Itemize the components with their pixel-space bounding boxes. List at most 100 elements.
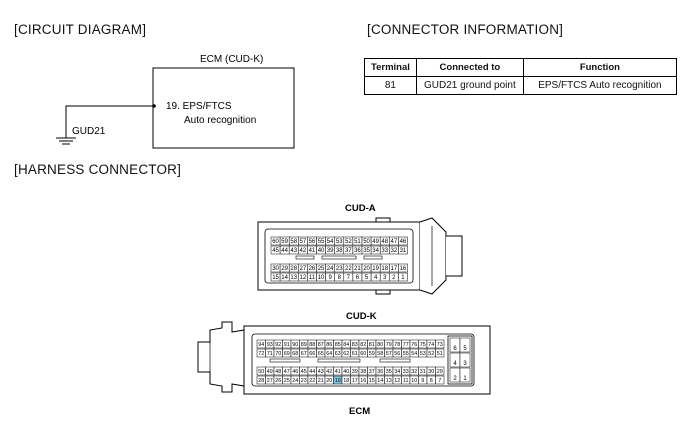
harness-connector-title: [HARNESS CONNECTOR] — [14, 162, 182, 177]
pin-cell — [398, 272, 408, 282]
pin-number: 21 — [318, 378, 324, 384]
cud-a-key-slot — [363, 255, 383, 260]
pin-number: 53 — [420, 351, 426, 357]
pin-number: 53 — [336, 239, 343, 245]
pin-number: 37 — [369, 369, 375, 375]
pin-number: 62 — [343, 351, 349, 357]
pin-number: 18 — [343, 378, 349, 384]
pin-number: 60 — [272, 239, 279, 245]
connector-information-title: [CONNECTOR INFORMATION] — [367, 22, 564, 37]
pin-number: 86 — [326, 342, 332, 348]
pin-number: 67 — [301, 351, 307, 357]
pin-cell — [398, 263, 408, 273]
pin-number: 52 — [345, 239, 352, 245]
pin-number: 58 — [377, 351, 383, 357]
pin-number: 9 — [328, 275, 332, 281]
pin-number: 27 — [267, 378, 273, 384]
pin-number: 25 — [284, 378, 290, 384]
cud-k-label: CUD-K — [346, 311, 377, 322]
pin-number: 69 — [284, 351, 290, 357]
pin-number: 33 — [381, 248, 388, 254]
pin-number: 55 — [318, 239, 325, 245]
pin-cell — [435, 366, 445, 376]
pin-cell — [459, 367, 471, 383]
pin-number: 83 — [352, 342, 358, 348]
cud-k-side-block — [447, 335, 473, 385]
pin-number: 44 — [309, 369, 315, 375]
pin-number: 5 — [463, 346, 467, 352]
pin-number: 63 — [335, 351, 341, 357]
pin-number: 51 — [354, 239, 361, 245]
pin-number: 31 — [400, 248, 407, 254]
pin-number: 4 — [374, 275, 378, 281]
cud-a-latch — [446, 235, 463, 277]
pin-number: 27 — [300, 266, 307, 272]
pin-number: 54 — [411, 351, 417, 357]
pin-number: 50 — [258, 369, 264, 375]
pin-number: 73 — [437, 342, 443, 348]
pin-number: 13 — [386, 378, 392, 384]
pin-number: 57 — [300, 239, 307, 245]
pin-number: 18 — [381, 266, 388, 272]
table-row: 81 GUD21 ground point EPS/FTCS Auto reco… — [364, 76, 677, 95]
ground-label: GUD21 — [72, 126, 106, 137]
pin-number: 60 — [360, 351, 366, 357]
pin-cell — [435, 375, 445, 385]
pin-dot — [152, 104, 156, 108]
pin-number: 13 — [290, 275, 297, 281]
pin-number: 81 — [369, 342, 375, 348]
pin-number: 46 — [400, 239, 407, 245]
pin-number: 32 — [411, 369, 417, 375]
pin-number: 94 — [258, 342, 264, 348]
pin-number: 10 — [411, 378, 417, 384]
cell-function: EPS/FTCS Auto recognition — [522, 76, 677, 95]
pin-number: 39 — [327, 248, 334, 254]
pin-number: 11 — [309, 275, 316, 281]
pin-number: 6 — [356, 275, 360, 281]
pin-number: 29 — [437, 369, 443, 375]
pin-number: 44 — [281, 248, 288, 254]
ecm-pin-function: Auto recognition — [184, 115, 256, 126]
pin-number: 45 — [272, 248, 279, 254]
cud-a-housing — [419, 217, 447, 295]
pin-number: 79 — [386, 342, 392, 348]
pin-number: 23 — [336, 266, 343, 272]
pin-number: 9 — [421, 378, 424, 384]
pin-number: 20 — [326, 378, 332, 384]
ecm-label: ECM — [349, 406, 370, 417]
pin-number: 34 — [394, 369, 400, 375]
pin-number: 58 — [290, 239, 297, 245]
pin-number: 75 — [420, 342, 426, 348]
pin-number: 43 — [290, 248, 297, 254]
cud-k-key-slot — [379, 358, 411, 363]
pin-number: 61 — [352, 351, 358, 357]
pin-number: 47 — [284, 369, 290, 375]
cud-k-key-slot — [269, 358, 301, 363]
cud-a-key-slot — [295, 255, 315, 260]
pin-number: 64 — [326, 351, 332, 357]
pin-number: 4 — [453, 361, 457, 367]
circuit-diagram: ECM (CUD-K) 19. EPS/FTCS Auto recognitio… — [56, 54, 295, 149]
pin-number: 28 — [290, 266, 297, 272]
pin-number: 59 — [369, 351, 375, 357]
pin-number: 46 — [292, 369, 298, 375]
pin-number: 76 — [411, 342, 417, 348]
pin-number: 2 — [453, 376, 457, 382]
pin-number: 42 — [300, 248, 307, 254]
pin-number: 74 — [428, 342, 434, 348]
pin-number: 38 — [360, 369, 366, 375]
pin-number: 40 — [318, 248, 325, 254]
pin-number: 52 — [428, 351, 434, 357]
pin-cell — [398, 236, 408, 246]
pin-cell — [435, 348, 445, 358]
pin-number: 57 — [386, 351, 392, 357]
pin-number: 12 — [394, 378, 400, 384]
pin-number: 10 — [318, 275, 325, 281]
pin-number: 41 — [309, 248, 316, 254]
pin-number: 26 — [275, 378, 281, 384]
pin-number: 14 — [377, 378, 383, 384]
connector-info-table: Terminal Connected to Function 81 GUD21 … — [364, 58, 677, 95]
